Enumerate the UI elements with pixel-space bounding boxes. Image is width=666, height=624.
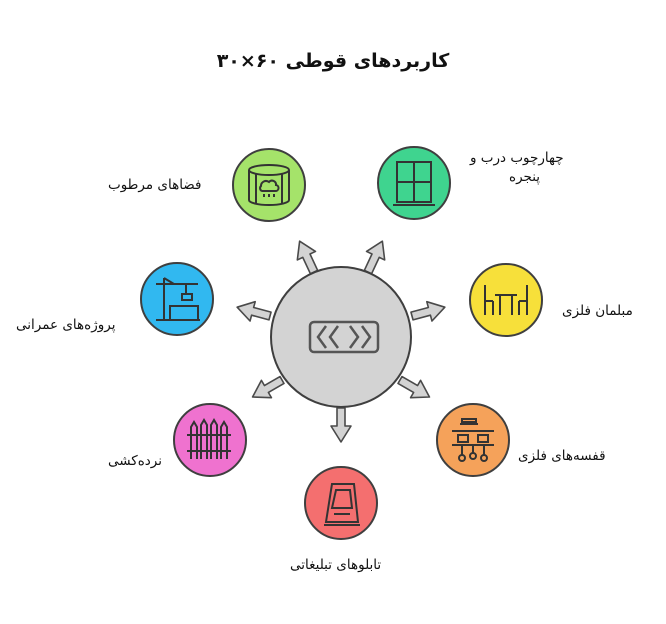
label-window-frame-1: چهارچوب درب و: [470, 150, 564, 166]
label-humid-space: فضاهای مرطوب: [108, 177, 202, 193]
arrow-construction: [236, 300, 272, 322]
node-metal-shelf: [436, 403, 510, 477]
arrow-humid: [296, 240, 319, 275]
label-metal-shelf: قفسه‌های فلزی: [518, 448, 606, 464]
metal-shelf-icon: [452, 418, 494, 462]
steel-profile-icon: [308, 320, 380, 354]
diagram-title: کاربردهای قوطی ۶۰×۳۰: [216, 50, 450, 72]
humid-space-icon: [248, 164, 290, 206]
arrow-fence: [251, 375, 285, 399]
node-metal-furniture: [469, 263, 543, 337]
arrow-shelf: [397, 375, 431, 399]
label-construction: پروژه‌های عمرانی: [16, 317, 116, 333]
node-construction: [140, 262, 214, 336]
node-humid-space: [232, 148, 306, 222]
label-metal-furniture: مبلمان فلزی: [562, 303, 633, 319]
center-hub: [270, 266, 412, 408]
node-billboard: [304, 466, 378, 540]
window-frame-icon: [393, 161, 435, 206]
label-window-frame-2: پنجره: [509, 169, 541, 185]
arrow-billboard: [330, 407, 352, 443]
metal-furniture-icon: [484, 285, 528, 315]
fence-icon: [187, 418, 231, 459]
billboard-icon: [324, 483, 360, 526]
construction-crane-icon: [156, 277, 200, 321]
label-billboard: تابلوهای تبلیغاتی: [290, 557, 382, 573]
arrow-window: [363, 240, 386, 275]
node-window-frame: [377, 146, 451, 220]
arrow-furniture: [410, 300, 446, 322]
label-fence: نرده‌کشی: [108, 453, 163, 469]
node-fence: [173, 403, 247, 477]
